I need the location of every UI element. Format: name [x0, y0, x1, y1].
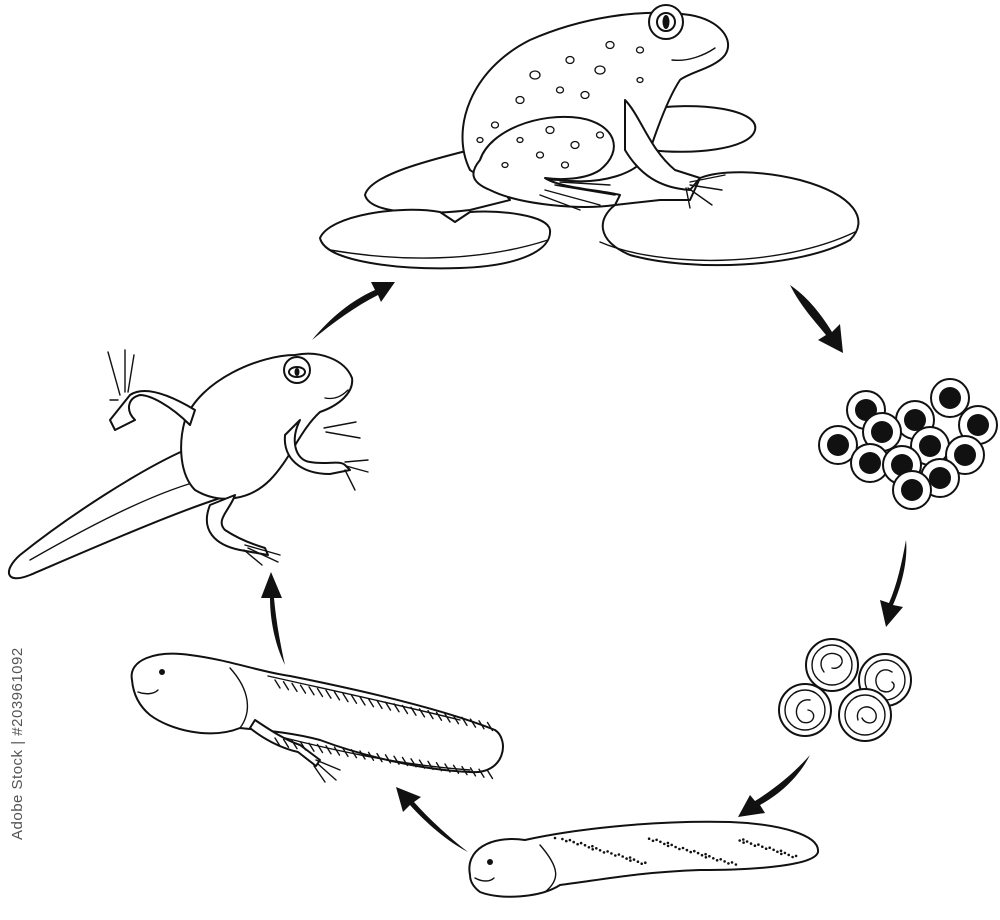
arrow-froglet-to-frog	[312, 282, 395, 340]
legged-tadpole-body	[130, 652, 504, 774]
egg	[958, 405, 998, 445]
cycle-arrows	[261, 282, 907, 852]
eggs-stage	[818, 378, 998, 510]
froglet-front-leg	[283, 419, 351, 475]
adult-frog-front-leg	[624, 99, 701, 191]
adult-frog	[461, 4, 730, 211]
stock-id-text: Adobe Stock | #203961092	[9, 647, 26, 840]
egg	[930, 378, 970, 418]
embryo-egg	[778, 683, 832, 737]
adult-frog-stage	[319, 4, 860, 270]
embryo-egg	[805, 638, 859, 692]
adult-frog-spots	[476, 40, 645, 169]
froglet-hind-leg-upper	[109, 390, 196, 431]
lily-pads	[319, 105, 860, 270]
arrow-frog-to-eggs	[790, 285, 843, 353]
embryos-stage	[778, 638, 912, 742]
arrow-eggs-to-embryos	[880, 540, 907, 627]
young-tadpole-stage	[468, 820, 820, 898]
froglet-hind-leg-lower	[205, 494, 269, 556]
egg	[862, 412, 902, 452]
froglet-body	[180, 352, 354, 500]
adult-frog-hind-leg	[472, 115, 621, 208]
tadpole-with-legs-stage	[130, 652, 504, 783]
egg	[818, 425, 858, 465]
froglet-tail	[7, 449, 231, 580]
young-tadpole-body	[468, 820, 820, 898]
froglet-stage	[7, 349, 369, 580]
arrow-legged-tadpole-to-froglet	[261, 572, 285, 665]
egg	[892, 470, 932, 510]
tail-fin-pattern	[274, 679, 494, 780]
lily-pad-left	[319, 208, 552, 270]
lily-pad-right	[601, 171, 860, 267]
tadpole-speckles	[553, 836, 798, 866]
arrow-embryos-to-tadpole	[738, 755, 810, 817]
embryo-egg	[838, 688, 892, 742]
lily-pad-back-right	[639, 105, 757, 153]
egg	[945, 435, 985, 475]
stock-id-watermark: Adobe Stock | #203961092	[6, 600, 26, 840]
arrow-tadpole-to-legged-tadpole	[396, 787, 468, 852]
